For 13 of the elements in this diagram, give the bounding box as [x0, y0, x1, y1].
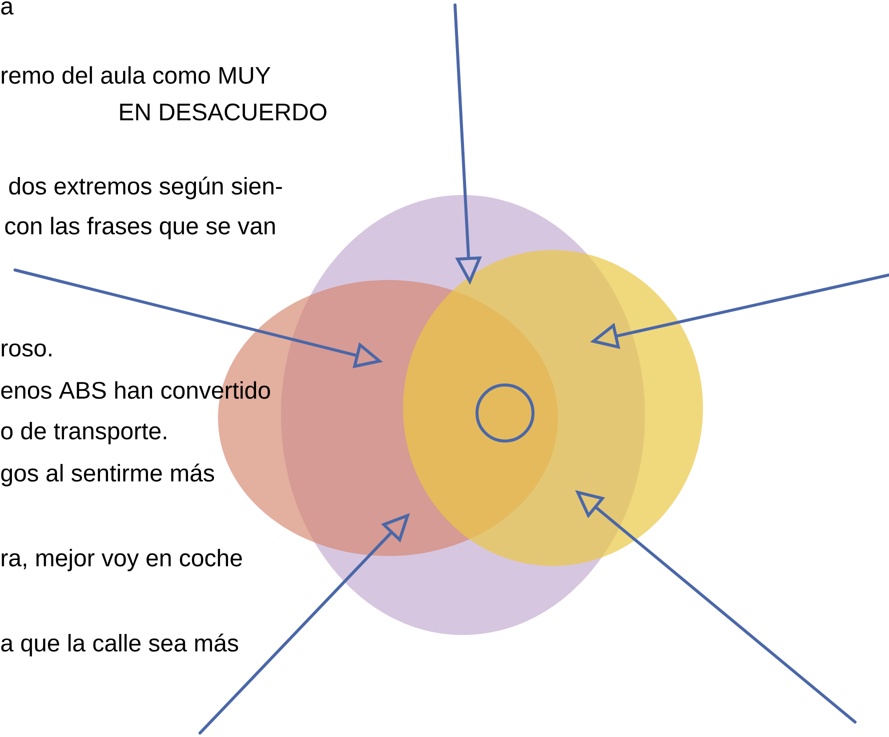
hand-drawn-circle [476, 384, 534, 442]
text-line: remo del aula como MUY [2, 66, 270, 84]
text-line: a que la calle sea más [1, 634, 238, 656]
text-line: con las frases que se van [5, 216, 275, 240]
text-line: enos ABS han convertido [1, 381, 270, 399]
text-line: gos al sentirme más [1, 464, 214, 486]
text-line: dos extremos según sien- [9, 176, 282, 200]
text-line: roso. [2, 343, 52, 357]
text-line: ra, mejor voy en coche [2, 548, 242, 572]
text-line: o de transporte. [1, 422, 166, 444]
text-line: a [1, 1, 14, 15]
ellipse [403, 250, 703, 566]
text-line: EN DESACUERDO [120, 104, 326, 120]
